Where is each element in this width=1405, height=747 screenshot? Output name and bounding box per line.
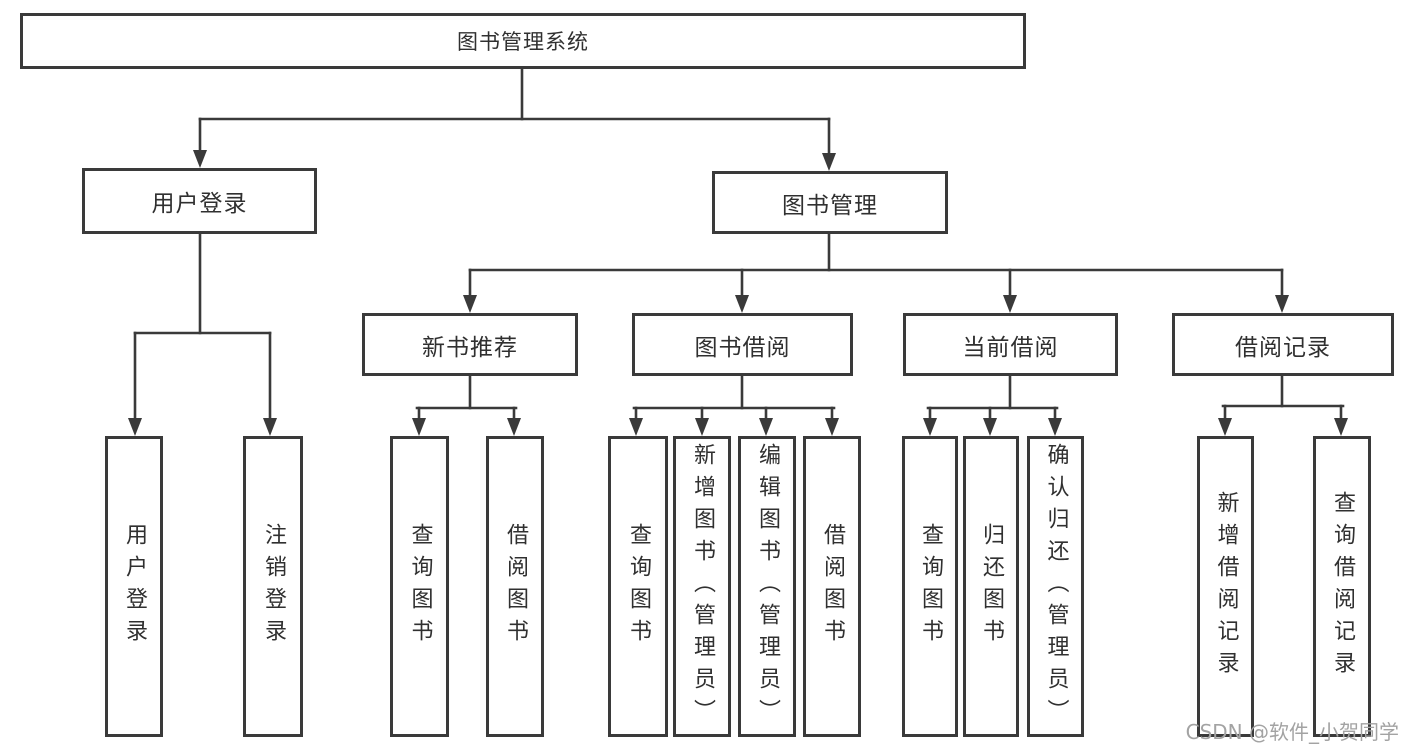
node-label: 图书管理: [782, 192, 878, 219]
node-label: 新书推荐: [422, 334, 518, 361]
node-user-login: 用户登录: [82, 168, 317, 234]
node-new-book-recommend: 新书推荐: [362, 313, 578, 376]
node-label: 图书借阅: [694, 334, 791, 361]
node-label: 新增图书（管理员）: [690, 442, 715, 731]
node-label: 查询图书: [918, 522, 943, 651]
node-label: 借阅图书: [820, 522, 845, 651]
node-library-management-system: 图书管理系统: [20, 13, 1026, 69]
leaf-query-borrow-record: 查询借阅记录: [1313, 436, 1371, 737]
node-label: 注销登录: [261, 522, 286, 651]
node-label: 借阅记录: [1235, 334, 1331, 361]
leaf-borrow-books-newbook: 借阅图书: [486, 436, 544, 737]
node-label: 用户登录: [151, 191, 248, 217]
leaf-confirm-return-admin: 确认归还（管理员）: [1027, 436, 1084, 737]
node-label: 图书管理系统: [457, 30, 589, 54]
leaf-edit-books-admin: 编辑图书（管理员）: [738, 436, 796, 737]
leaf-query-books-newbook: 查询图书: [390, 436, 449, 737]
arrowheads: [128, 150, 1348, 436]
node-current-borrow: 当前借阅: [903, 313, 1118, 376]
leaf-logout: 注销登录: [243, 436, 303, 737]
node-book-management: 图书管理: [712, 171, 948, 234]
node-label: 用户登录: [122, 522, 147, 651]
node-book-borrow: 图书借阅: [632, 313, 853, 376]
leaf-query-books-borrow: 查询图书: [608, 436, 668, 737]
node-label: 编辑图书（管理员）: [755, 442, 780, 731]
node-label: 归还图书: [979, 522, 1004, 651]
node-label: 查询借阅记录: [1330, 490, 1355, 683]
node-label: 当前借阅: [962, 334, 1059, 361]
leaf-add-books-admin: 新增图书（管理员）: [673, 436, 731, 737]
node-label: 查询图书: [626, 522, 651, 651]
leaf-user-login: 用户登录: [105, 436, 163, 737]
leaf-borrow-books: 借阅图书: [803, 436, 861, 737]
node-label: 借阅图书: [503, 522, 528, 651]
csdn-watermark: CSDN @软件_小贺同学: [1185, 720, 1399, 744]
leaf-query-books-current: 查询图书: [902, 436, 958, 737]
node-label: 确认归还（管理员）: [1043, 442, 1069, 731]
node-borrow-record: 借阅记录: [1172, 313, 1394, 376]
leaf-return-books: 归还图书: [963, 436, 1019, 737]
node-label: 查询图书: [407, 522, 433, 651]
node-label: 新增借阅记录: [1213, 490, 1239, 683]
leaf-add-borrow-record: 新增借阅记录: [1197, 436, 1254, 737]
